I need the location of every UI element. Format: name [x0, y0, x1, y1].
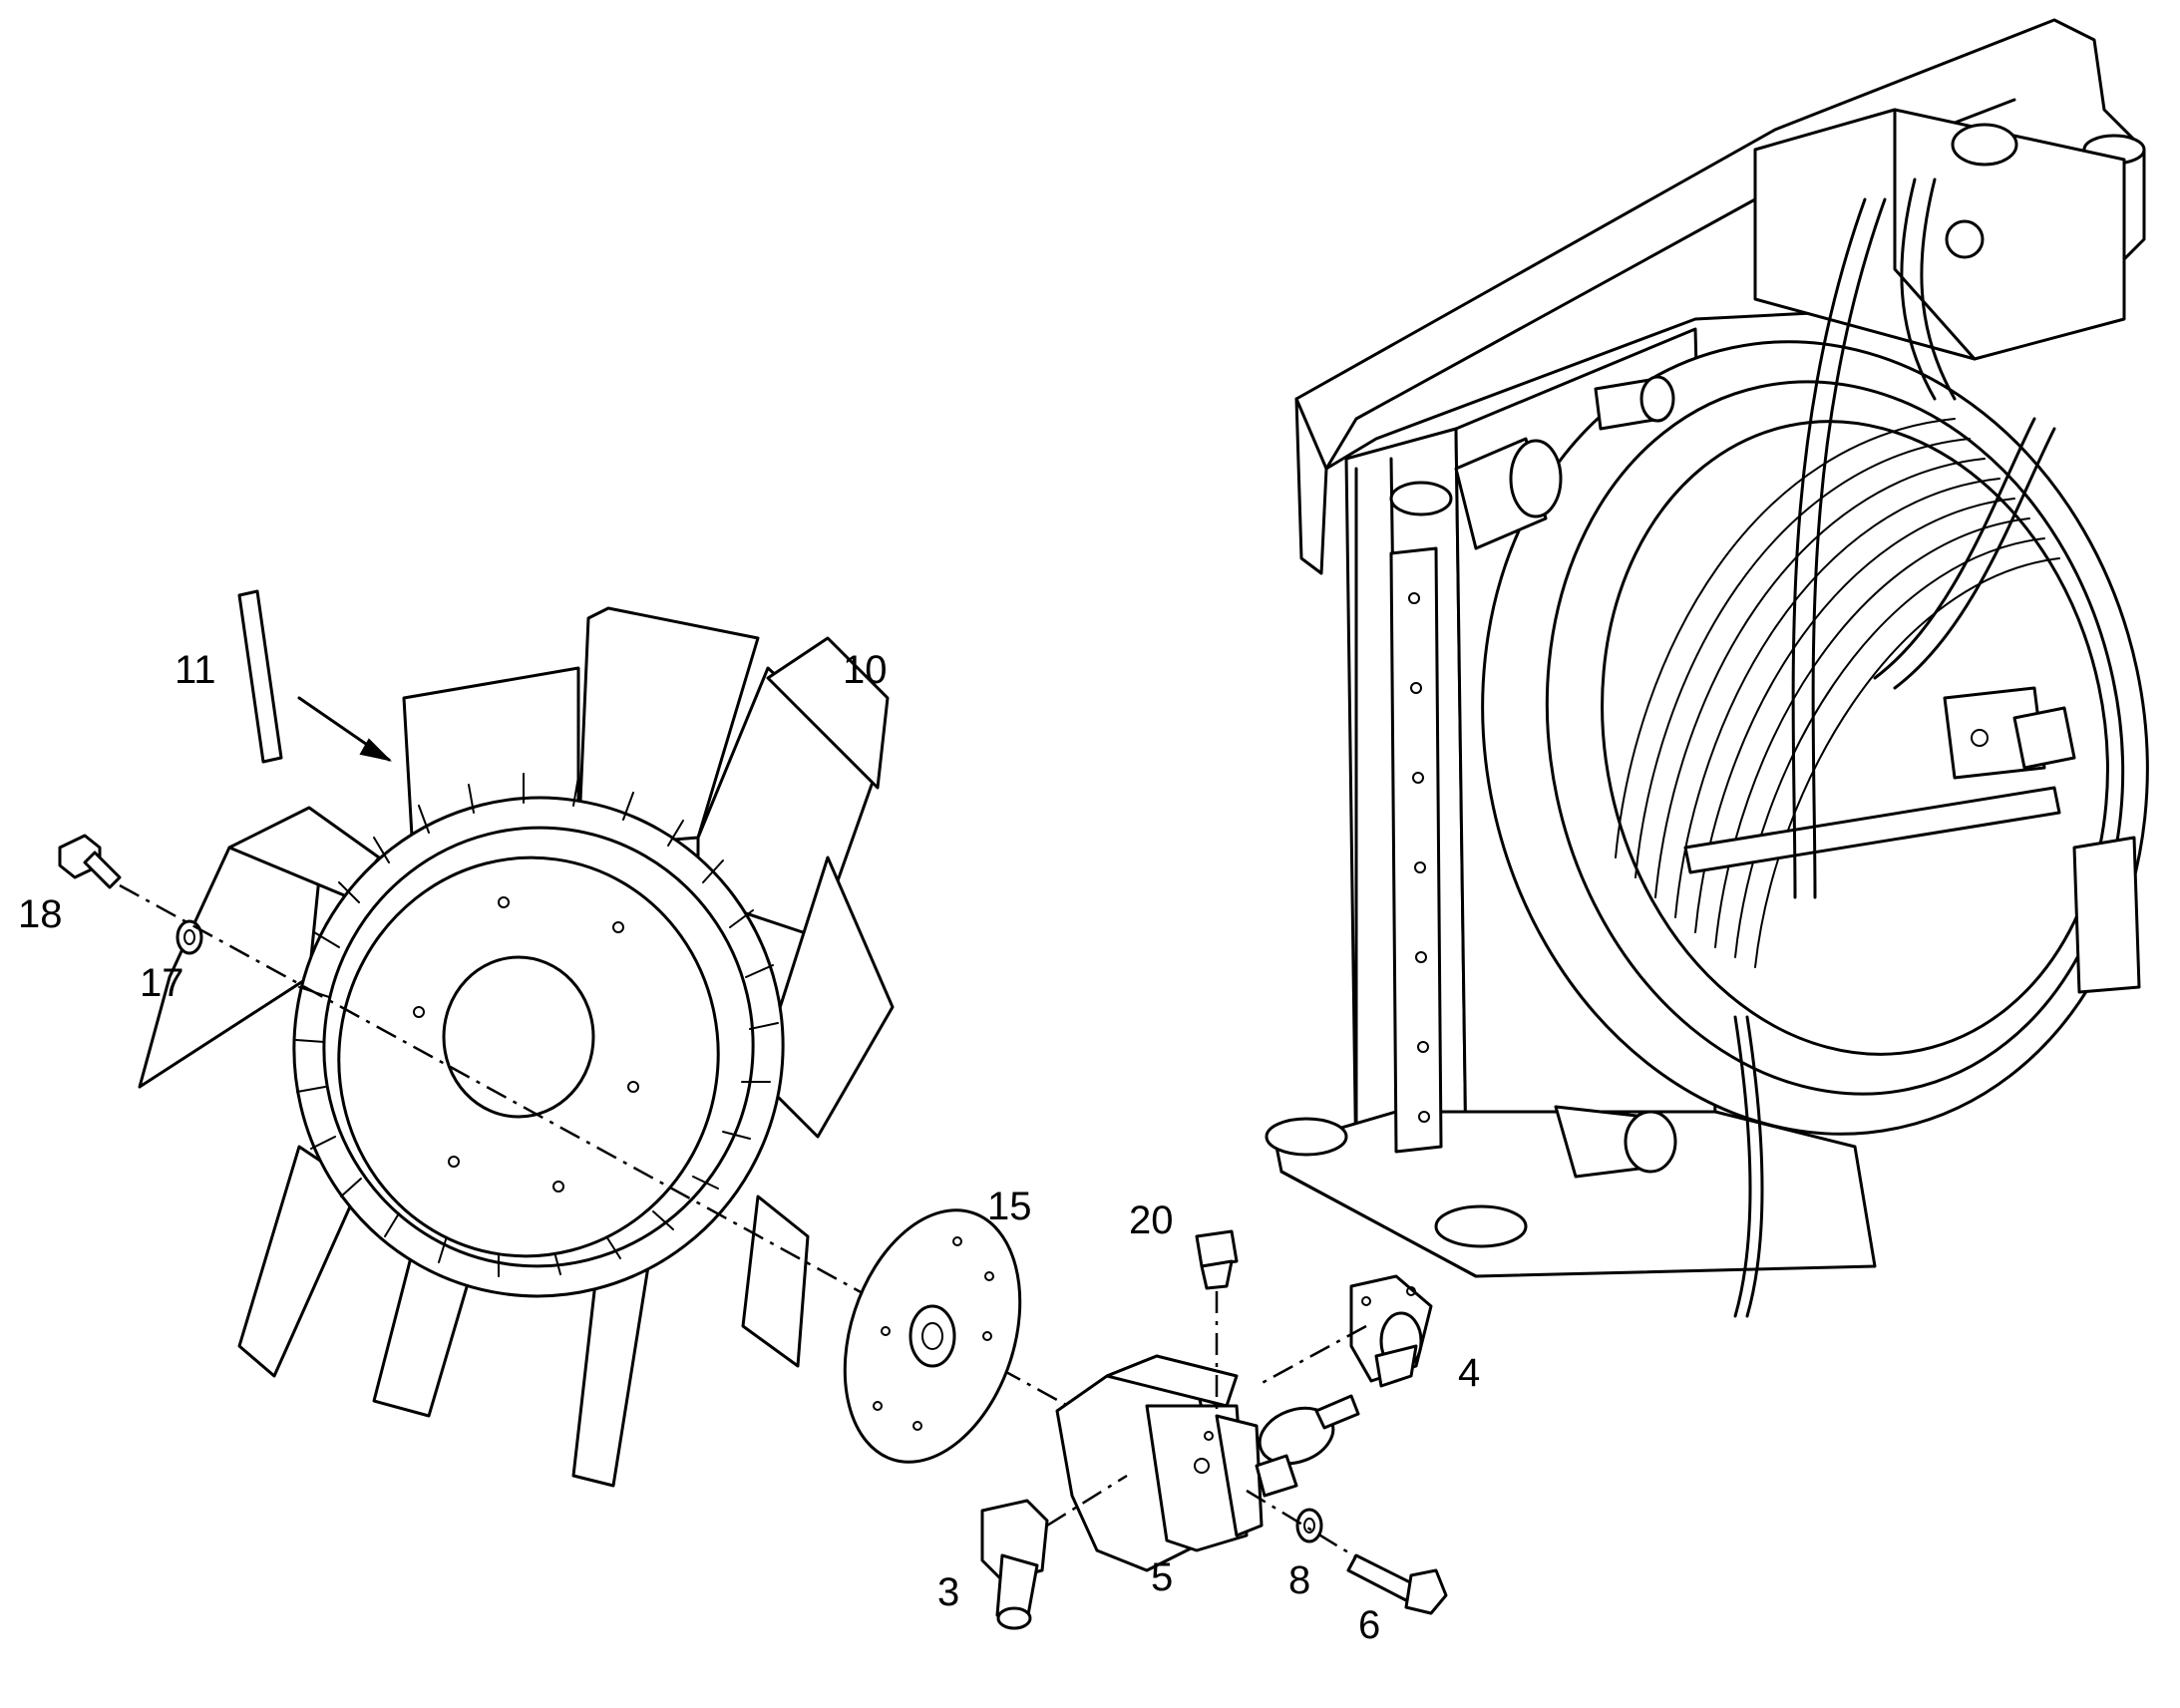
washer-17 [176, 919, 203, 955]
callout-arrow [297, 696, 393, 762]
radiator-assembly [1265, 18, 2149, 1318]
fan-blade [766, 636, 890, 790]
strip-part [237, 589, 283, 764]
callout-20: 20 [1129, 1198, 1174, 1242]
hub-ribs [295, 773, 779, 1277]
flange-4 [1256, 1274, 1433, 1388]
fan-assembly [138, 606, 895, 1488]
hydraulic-pump-5 [1055, 1354, 1264, 1572]
bolt-6 [1346, 1553, 1448, 1615]
bolt-row [1408, 592, 1430, 1123]
callout-6: 6 [1358, 1603, 1381, 1647]
callout-11: 11 [175, 648, 216, 692]
plate-15 [843, 1208, 1022, 1464]
callout-4: 4 [1458, 1351, 1481, 1395]
bolt-18 [58, 834, 122, 889]
solenoid-valve [1255, 1394, 1360, 1498]
elbow-fitting-3 [980, 1474, 1128, 1630]
callout-8: 8 [1288, 1558, 1311, 1602]
callout-17: 17 [140, 961, 184, 1005]
callout-5: 5 [1151, 1555, 1174, 1599]
callout-18: 18 [18, 892, 63, 936]
callout-10: 10 [843, 648, 888, 692]
fan-blade [756, 855, 895, 1139]
callout-15: 15 [987, 1185, 1032, 1228]
callout-3: 3 [937, 1570, 960, 1614]
fitting-20 [1195, 1229, 1239, 1416]
fan-blade [741, 1195, 810, 1368]
